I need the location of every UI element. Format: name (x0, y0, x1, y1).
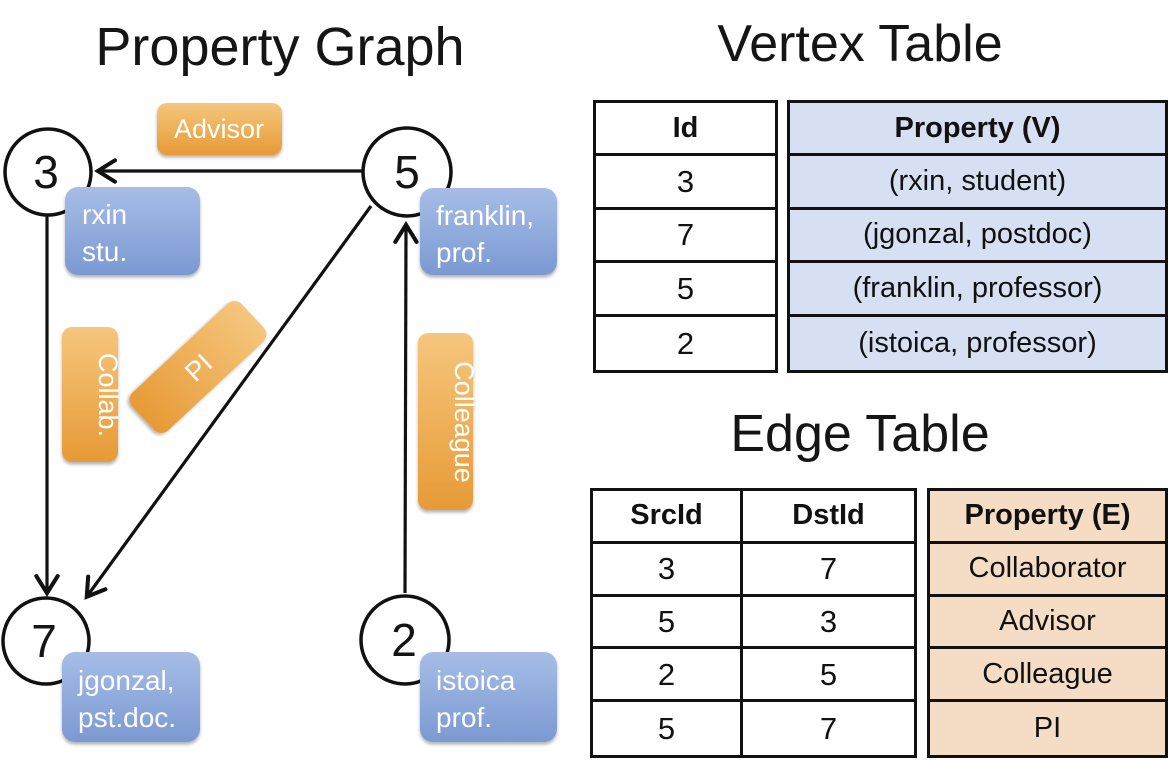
edge-colleague-2-to-5 (393, 221, 419, 594)
svg-text:prof.: prof. (436, 237, 492, 268)
edge-table-dstid-header: DstId (743, 491, 914, 544)
edge-property-cell: Colleague (930, 649, 1165, 703)
edge-property-cell: Advisor (930, 596, 1165, 650)
edge-srcid-cell: 3 (593, 543, 743, 597)
vertex-id-cell: 3 (596, 156, 775, 210)
edge-label-collab: Collab. (62, 327, 123, 462)
vertex-table-property-column: Property (V) (rxin, student) (jgonzal, p… (787, 100, 1168, 373)
vertex-property-cell: (istoica, professor) (790, 316, 1165, 370)
edge-table-srcid-header: SrcId (593, 491, 743, 544)
vertex-property-cell: (jgonzal, postdoc) (790, 209, 1165, 264)
svg-text:franklin,: franklin, (436, 200, 534, 231)
edge-table-property-column: Property (E) Collaborator Advisor Collea… (927, 488, 1168, 758)
node-3-id: 3 (33, 146, 59, 198)
vertex-id-cell: 5 (596, 263, 775, 317)
vertex-property-cell: (rxin, student) (790, 156, 1165, 210)
node-5-property-label: franklin, prof. (420, 188, 557, 275)
edge-srcid-cell: 5 (593, 596, 743, 650)
edge-srcid-cell: 5 (593, 702, 743, 755)
svg-text:jgonzal,: jgonzal, (77, 665, 175, 696)
edge-property-cell: Collaborator (930, 543, 1165, 597)
edge-dstid-cell: 5 (743, 649, 914, 703)
svg-text:Advisor: Advisor (174, 114, 264, 144)
vertex-table-title: Vertex Table (717, 15, 1003, 73)
vertex-id-cell: 7 (596, 210, 775, 264)
vertex-property-cell: (franklin, professor) (790, 263, 1165, 317)
svg-text:rxin: rxin (82, 199, 127, 230)
edge-table-title: Edge Table (730, 405, 990, 463)
edge-table-property-header: Property (E) (930, 491, 1165, 544)
vertex-table-id-header: Id (596, 103, 775, 157)
edge-label-advisor: Advisor (157, 103, 282, 155)
node-7-id: 7 (31, 615, 57, 667)
edge-dstid-cell: 3 (743, 597, 914, 650)
node-2-id: 2 (391, 614, 417, 666)
edge-srcid-cell: 2 (593, 649, 743, 703)
edge-label-pi: PI (129, 300, 267, 434)
svg-text:istoica: istoica (436, 665, 516, 696)
edge-pi-5-to-7 (84, 205, 373, 600)
edge-dstid-cell: 7 (819, 711, 838, 747)
svg-text:Collab.: Collab. (93, 353, 123, 437)
node-3-property-label: rxin stu. (65, 187, 200, 275)
node-5-id: 5 (394, 146, 420, 198)
edge-table-id-columns: SrcId DstId 3 7 5 3 2 5 5 7 (590, 488, 917, 758)
svg-text:prof.: prof. (436, 702, 492, 733)
svg-text:stu.: stu. (82, 236, 127, 267)
node-7-property-label: jgonzal, pst.doc. (62, 652, 200, 742)
svg-text:pst.doc.: pst.doc. (78, 702, 176, 733)
edge-property-cell: PI (930, 702, 1165, 755)
edge-dstid-cell: 7 (743, 544, 914, 597)
node-2-property-label: istoica prof. (420, 652, 557, 742)
property-graph-diagram: 3 5 7 2 rxin stu. franklin, prof. jgonza… (1, 103, 557, 742)
vertex-id-cell: 2 (676, 325, 695, 361)
vertex-table-id-column: Id 3 7 5 2 (593, 100, 778, 373)
property-graph-title: Property Graph (95, 17, 465, 77)
vertex-table-property-header: Property (V) (790, 103, 1165, 157)
edge-label-colleague: Colleague (418, 333, 479, 510)
svg-text:Colleague: Colleague (449, 361, 479, 483)
